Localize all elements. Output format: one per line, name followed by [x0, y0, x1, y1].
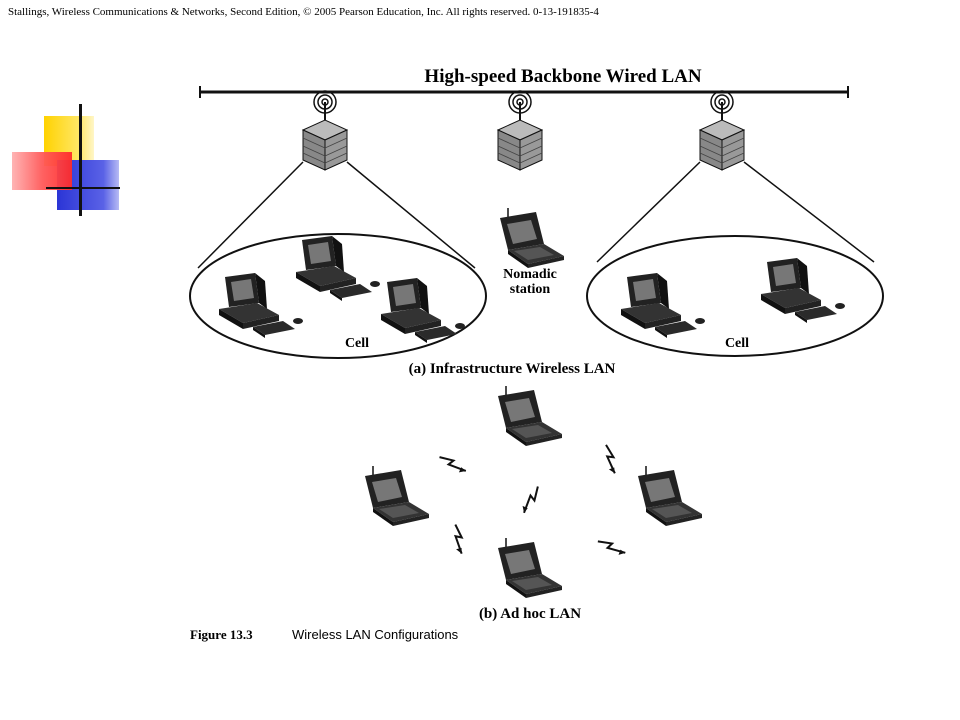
copyright-note: Stallings, Wireless Communications & Net…: [8, 6, 599, 18]
cell-left: [189, 233, 487, 359]
laptop-icon: [364, 465, 430, 527]
lightning-bolt-icon: [438, 449, 467, 479]
horizontal-line: [46, 187, 120, 189]
backbone-label: High-speed Backbone Wired LAN: [424, 66, 701, 87]
access-point-right-icon: [699, 90, 745, 171]
laptop-icon: [497, 385, 563, 447]
cell-right: [586, 235, 884, 357]
desktop-icon: [296, 236, 380, 301]
figure-title: Wireless LAN Configurations: [292, 627, 459, 642]
red-square: [12, 152, 72, 190]
figure-number: Figure 13.3: [190, 627, 253, 642]
access-point-center-icon: [497, 90, 543, 171]
desktop-icon: [621, 273, 705, 338]
nomadic-label-line1: Nomadic: [503, 267, 557, 282]
lightning-bolt-icon: [516, 485, 546, 514]
desktop-icon: [219, 273, 303, 338]
part-b-caption: (b) Ad hoc LAN: [479, 606, 581, 622]
decorative-squares: [10, 100, 130, 220]
nomadic-laptop-icon: [499, 207, 565, 269]
part-a-caption: (a) Infrastructure Wireless LAN: [409, 361, 616, 377]
cell-right-label: Cell: [725, 336, 749, 351]
lightning-bolt-icon: [595, 443, 626, 475]
cell-left-label: Cell: [345, 336, 369, 351]
desktop-icon: [381, 278, 465, 343]
lightning-bolt-icon: [596, 531, 627, 563]
laptop-icon: [637, 465, 703, 527]
desktop-icon: [761, 258, 845, 323]
access-point-left-icon: [302, 90, 348, 171]
vertical-line: [79, 104, 82, 216]
laptop-icon: [497, 537, 563, 599]
lightning-bolt-icon: [443, 523, 474, 555]
nomadic-label-line2: station: [510, 282, 551, 297]
